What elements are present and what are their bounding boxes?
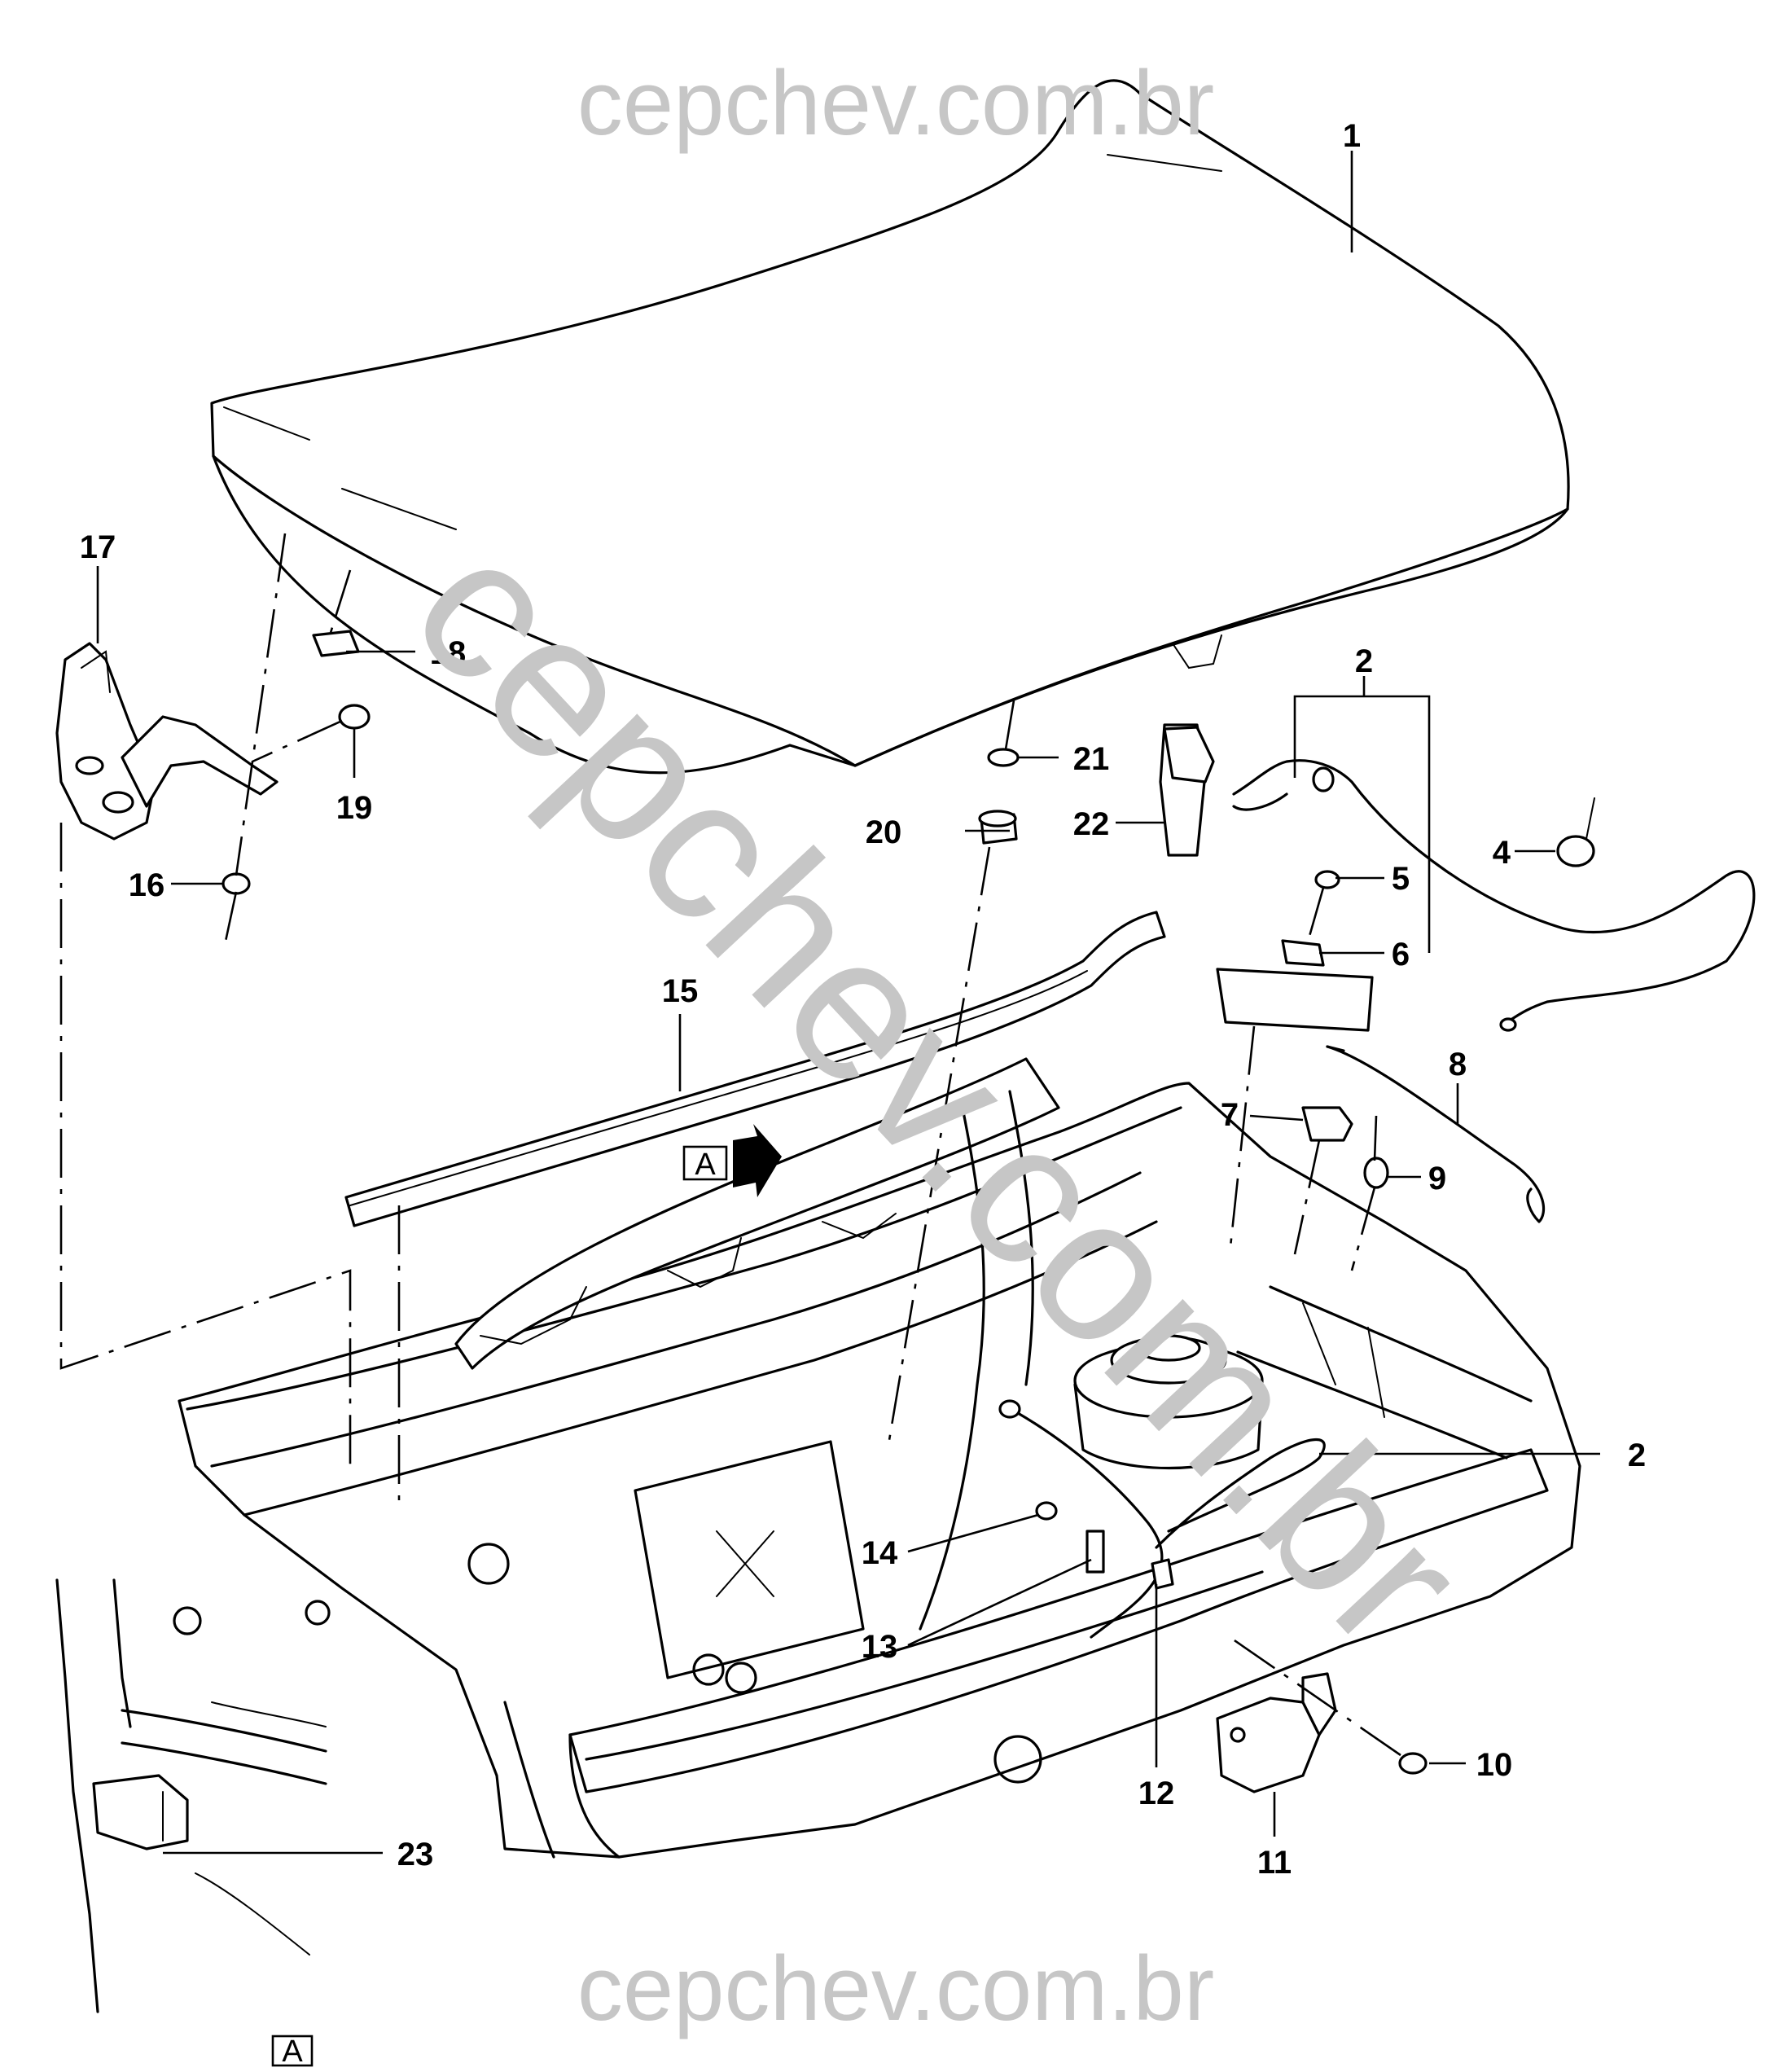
callout-1: 1: [1343, 118, 1361, 154]
callout-8: 8: [1449, 1047, 1467, 1082]
alignment-lines: [59, 533, 1256, 1507]
callout-16: 16: [129, 867, 165, 903]
cable-clip-12: [1151, 1558, 1174, 1590]
hood-prop-rod-8: [1326, 1045, 1546, 1223]
release-cable-lower: [998, 1399, 1326, 1639]
leader-lines: [96, 566, 1600, 1855]
callout-10: 10: [1476, 1747, 1513, 1783]
body-structure: [178, 1057, 1581, 1859]
clip-7: [1293, 1106, 1353, 1255]
hinge-nut-16: [221, 872, 251, 895]
cable-clip-13: [1085, 1530, 1105, 1574]
callout-15: 15: [662, 973, 699, 1009]
watermark-top: cepchev.com.br: [577, 52, 1214, 154]
view-arrow-a: A: [682, 1124, 782, 1197]
inset-label: A: [282, 2035, 303, 2069]
grommet-21: [987, 700, 1020, 767]
callout-17: 17: [80, 529, 116, 565]
bolt-5: [1305, 870, 1340, 946]
hood-bumper-18: [312, 569, 360, 657]
callout-22: 22: [1073, 806, 1110, 842]
callout-7: 7: [1221, 1097, 1239, 1133]
callout-2-lower: 2: [1628, 1438, 1646, 1473]
callout-21: 21: [1073, 741, 1110, 777]
hood-weatherstrip: [344, 911, 1166, 1227]
view-arrow-label: A: [695, 1148, 716, 1182]
callout-12: 12: [1138, 1776, 1175, 1811]
cable-clip-4: [1556, 797, 1595, 867]
strut-tower: [1073, 1334, 1264, 1470]
inset-view-a: A: [55, 1578, 331, 2069]
callout-18: 18: [430, 635, 467, 671]
grommet-9: [1350, 1115, 1389, 1271]
callout-14: 14: [862, 1535, 898, 1571]
callout-20: 20: [866, 814, 902, 850]
callout-labels: 1 2 2 4 5 6 7 8 9 10 11 12 13 14 15 16 1…: [80, 118, 1646, 1881]
callout-6: 6: [1392, 937, 1410, 972]
hood-bumper-20: [978, 810, 1018, 845]
bolt-10: [1229, 1635, 1428, 1775]
callout-9: 9: [1428, 1161, 1446, 1196]
hood-panel: [210, 79, 1570, 775]
release-cable-top: [1232, 759, 1756, 1032]
hood-striker-22: [1159, 723, 1215, 857]
bracket-6: [1216, 939, 1374, 1032]
callout-5: 5: [1392, 861, 1410, 897]
callout-11: 11: [1257, 1845, 1292, 1881]
callout-4: 4: [1493, 835, 1511, 871]
callout-2-top: 2: [1355, 643, 1373, 679]
bolt-14: [1035, 1501, 1058, 1521]
watermark-bottom: cepchev.com.br: [577, 1938, 1214, 2039]
callout-23: 23: [397, 1837, 434, 1872]
callout-19: 19: [336, 790, 373, 826]
hood-latch-11: [1216, 1672, 1337, 1793]
callout-13: 13: [862, 1629, 898, 1665]
hinge-bolt-19: [252, 704, 371, 763]
hood-hinge: [55, 642, 278, 841]
